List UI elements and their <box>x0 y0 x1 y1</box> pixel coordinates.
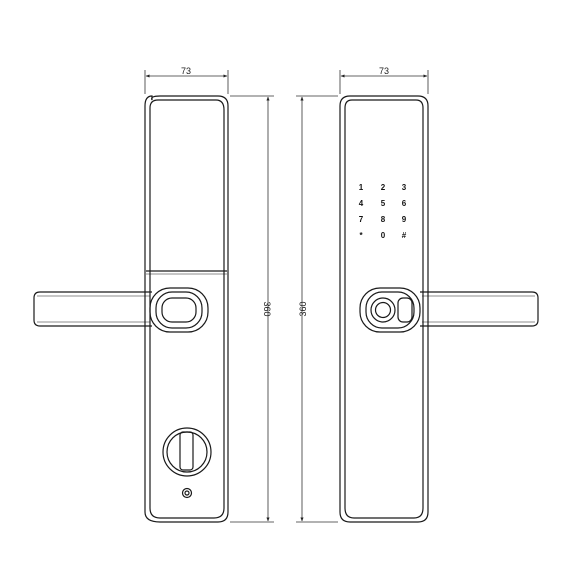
back-height-dimension <box>230 95 274 523</box>
keypad-key: 8 <box>381 215 386 224</box>
keypad-key: 2 <box>381 183 386 192</box>
keypad-key: 0 <box>381 231 386 240</box>
front-view <box>339 95 539 523</box>
back-width-label: 73 <box>181 66 191 76</box>
thumb-turn-grip <box>179 431 194 471</box>
back-handle-lever <box>33 291 152 327</box>
keypad-key: # <box>402 231 407 240</box>
back-inner-panel <box>149 99 225 519</box>
keypad-key: * <box>359 231 363 240</box>
front-handle-boss <box>359 287 421 333</box>
front-height-label: 360 <box>298 301 308 316</box>
keyhole-icon <box>181 487 193 499</box>
fingerprint-sensor-icon <box>370 297 396 323</box>
keypad-key: 9 <box>402 215 407 224</box>
front-width-label: 73 <box>379 66 389 76</box>
front-body-outline <box>339 95 429 523</box>
front-inner-panel <box>344 99 424 519</box>
front-width-dimension <box>339 70 429 94</box>
keypad-key: 6 <box>402 199 407 208</box>
keypad-key: 4 <box>359 199 364 208</box>
back-view <box>33 95 229 523</box>
back-height-label: 360 <box>262 301 272 316</box>
keypad-key: 5 <box>381 199 386 208</box>
back-body-outline <box>144 95 229 523</box>
back-width-dimension <box>144 70 229 94</box>
keypad-key: 3 <box>402 183 407 192</box>
front-handle-lever <box>420 291 539 327</box>
thumb-turn-knob <box>162 427 212 477</box>
front-height-dimension <box>296 95 338 523</box>
keypad-key: 1 <box>359 183 364 192</box>
keypad: 1 2 3 4 5 6 7 8 9 * 0 # <box>359 183 407 240</box>
back-handle-boss <box>149 287 209 333</box>
keypad-key: 7 <box>359 215 364 224</box>
